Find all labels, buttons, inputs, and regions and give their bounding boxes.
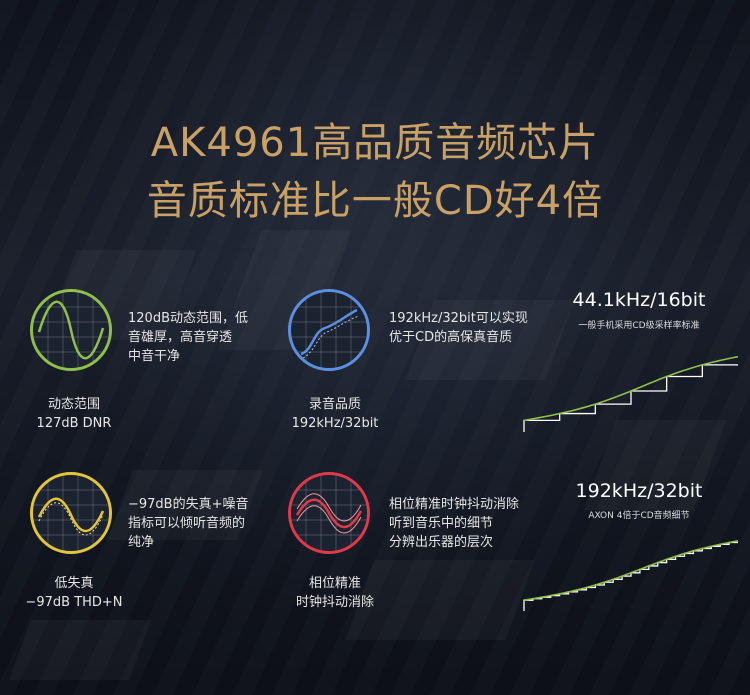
feature-4-desc-line: 相位精准时钟抖动消除 [389, 497, 520, 512]
curve-icon [288, 289, 370, 371]
feature-1-caption-value: 127dB DNR [36, 416, 112, 431]
feature-4-caption-value: 时钟抖动消除 [295, 595, 374, 610]
feature-3-caption-value: −97dB THD+N [25, 595, 123, 610]
comparison-2-title: 192kHz/32bit [575, 480, 703, 502]
feature-1-desc-line: 中音干净 [128, 349, 181, 364]
staircase-line [523, 541, 738, 611]
comparison-2-subtitle: AXON 4倍于CD音频细节 [588, 511, 690, 521]
feature-4-caption: 相位精准 时钟抖动消除 [265, 574, 405, 612]
staircase-graph-high-res [523, 540, 739, 611]
feature-1-desc-line: 120dB动态范围，低 [128, 311, 248, 326]
feature-1-desc-line: 音雄厚，高音穿透 [128, 330, 233, 345]
analog-curve-line [523, 540, 739, 601]
feature-4-desc-line: 听到音乐中的细节 [389, 516, 494, 531]
feature-3-description: −97dB的失真+噪音 指标可以倾听音频的 纯净 [128, 495, 249, 552]
feature-3-caption-title: 低失真 [54, 576, 94, 591]
feature-1-description: 120dB动态范围，低 音雄厚，高音穿透 中音干净 [128, 309, 248, 366]
feature-2-caption-title: 录音品质 [308, 397, 361, 412]
feature-2-description: 192kHz/32bit可以实现 优于CD的高保真音质 [389, 309, 528, 347]
feature-3-caption: 低失真 −97dB THD+N [4, 574, 144, 612]
comparison-1-title: 44.1kHz/16bit [572, 289, 706, 311]
feature-1-caption-title: 动态范围 [47, 397, 100, 412]
feature-1-caption: 动态范围 127dB DNR [4, 395, 144, 433]
feature-2-desc-line: 192kHz/32bit可以实现 [389, 311, 528, 326]
staircase-graph-low-res [523, 355, 739, 432]
feature-4-desc-line: 分辨出乐器的层次 [389, 535, 494, 550]
analog-curve-line [523, 355, 739, 422]
feature-2-caption: 录音品质 192kHz/32bit [265, 395, 405, 433]
distortion-wave-icon [30, 472, 112, 554]
feature-3-desc-line: 纯净 [128, 535, 155, 550]
headline-line-2: 音质标准比一般CD好4倍 [146, 178, 604, 224]
staircase-line [523, 364, 738, 432]
feature-2-caption-value: 192kHz/32bit [291, 416, 379, 431]
feature-3-desc-line: 指标可以倾听音频的 [128, 516, 246, 531]
sine-wave-icon [30, 289, 112, 371]
headline-line-1: AK4961高品质音频芯片 [150, 120, 600, 166]
feature-4-caption-title: 相位精准 [308, 576, 361, 591]
feature-4-description: 相位精准时钟抖动消除 听到音乐中的细节 分辨出乐器的层次 [389, 495, 519, 552]
jitter-wave-icon [288, 472, 370, 554]
comparison-1-subtitle: 一般手机采用CD级采样率标准 [578, 321, 700, 331]
feature-3-desc-line: −97dB的失真+噪音 [128, 497, 249, 512]
feature-2-desc-line: 优于CD的高保真音质 [389, 330, 513, 345]
